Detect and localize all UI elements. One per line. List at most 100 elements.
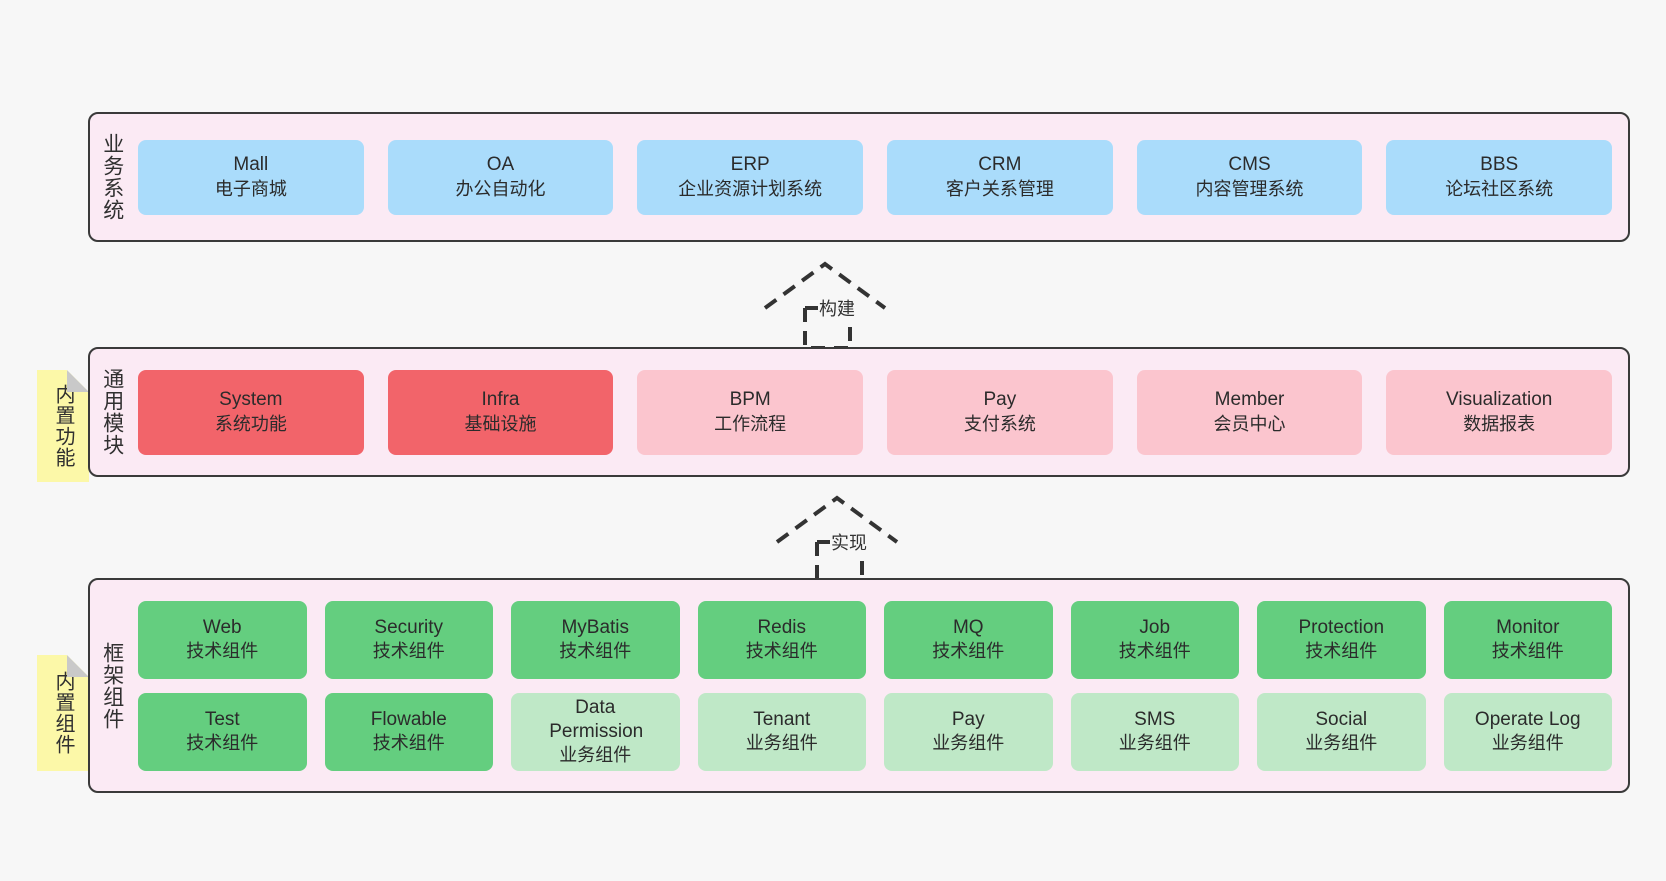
card-subtitle: 技术组件	[186, 733, 259, 754]
card-redis[interactable]: Redis 技术组件	[697, 600, 866, 679]
card-row: Test 技术组件 Flowable 技术组件 Data Permission …	[138, 692, 1612, 771]
card-protection[interactable]: Protection 技术组件	[1257, 600, 1426, 679]
note-builtin-component: 内置组件	[37, 655, 89, 771]
card-tenant[interactable]: Tenant 业务组件	[697, 692, 866, 771]
card-member[interactable]: Member 会员中心	[1136, 369, 1363, 455]
card-title: Visualization	[1446, 389, 1553, 411]
card-title: Social	[1315, 708, 1368, 730]
card-row: Mall 电子商城 OA 办公自动化 ERP 企业资源计划系统 CRM 客户关系…	[138, 139, 1613, 215]
card-system[interactable]: System 系统功能	[138, 369, 364, 455]
folded-corner-icon	[67, 655, 89, 677]
card-mybatis[interactable]: MyBatis 技术组件	[511, 600, 680, 679]
arrow-build: 构建	[760, 258, 910, 350]
arrow-implement-label: 实现	[830, 532, 868, 554]
folded-corner-icon	[67, 370, 89, 392]
card-oa[interactable]: OA 办公自动化	[387, 139, 614, 215]
card-flowable[interactable]: Flowable 技术组件	[324, 692, 493, 771]
card-title: Flowable	[370, 708, 447, 730]
card-title: Pay	[951, 708, 985, 730]
card-subtitle: 业务组件	[1118, 733, 1191, 754]
card-subtitle: 电子商城	[214, 178, 287, 199]
card-subtitle: 技术组件	[932, 641, 1005, 662]
card-subtitle: 业务组件	[1305, 733, 1378, 754]
layer-framework-component: 框架组件 Web 技术组件 Security 技术组件 MyBatis 技术组件…	[88, 578, 1630, 793]
generalization-arrow-icon	[763, 261, 887, 350]
layer-body-business-system: Mall 电子商城 OA 办公自动化 ERP 企业资源计划系统 CRM 客户关系…	[134, 114, 1628, 240]
card-title: Web	[202, 616, 242, 638]
card-title: MQ	[952, 616, 984, 638]
card-visualization[interactable]: Visualization 数据报表	[1386, 369, 1613, 455]
card-title: Member	[1214, 389, 1285, 411]
card-crm[interactable]: CRM 客户关系管理	[887, 139, 1113, 215]
card-row: System 系统功能 Infra 基础设施 BPM 工作流程 Pay 支付系统…	[138, 369, 1613, 455]
card-mq[interactable]: MQ 技术组件	[884, 600, 1053, 679]
card-title: Tenant	[753, 708, 811, 730]
card-bbs[interactable]: BBS 论坛社区系统	[1386, 139, 1613, 215]
card-subtitle: 技术组件	[1305, 641, 1378, 662]
card-subtitle: 技术组件	[186, 641, 259, 662]
card-job[interactable]: Job 技术组件	[1070, 600, 1239, 679]
card-subtitle: 数据报表	[1463, 413, 1536, 434]
card-subtitle: 技术组件	[1491, 641, 1564, 662]
generalization-arrow-icon	[775, 495, 899, 584]
card-title: Operate Log	[1474, 708, 1581, 730]
card-subtitle: 业务组件	[745, 733, 818, 754]
card-subtitle: 业务组件	[932, 733, 1005, 754]
card-subtitle: 会员中心	[1213, 413, 1286, 434]
card-subtitle: 支付系统	[963, 413, 1036, 434]
card-subtitle: 技术组件	[372, 641, 445, 662]
card-subtitle: 技术组件	[559, 641, 632, 662]
card-cms[interactable]: CMS 内容管理系统	[1136, 139, 1363, 215]
card-row: Web 技术组件 Security 技术组件 MyBatis 技术组件 Redi…	[138, 600, 1612, 679]
card-subtitle: 基础设施	[464, 413, 537, 434]
card-title: ERP	[730, 154, 770, 176]
card-subtitle: 技术组件	[372, 733, 445, 754]
card-subtitle: 业务组件	[1491, 733, 1564, 754]
card-subtitle: 企业资源计划系统	[678, 178, 823, 199]
card-title: CRM	[978, 154, 1022, 176]
card-title: Pay	[983, 389, 1017, 411]
arrow-build-label: 构建	[818, 298, 856, 320]
arrow-implement: 实现	[772, 492, 922, 584]
note-label: 内置功能	[52, 384, 74, 468]
card-subtitle: 系统功能	[214, 413, 287, 434]
card-subtitle: 内容管理系统	[1195, 178, 1304, 199]
card-test[interactable]: Test 技术组件	[138, 692, 307, 771]
card-subtitle: 办公自动化	[455, 178, 546, 199]
layer-label-business-system: 业务系统	[100, 133, 124, 221]
card-subtitle: 技术组件	[745, 641, 818, 662]
card-title: Protection	[1298, 616, 1385, 638]
card-bpm[interactable]: BPM 工作流程	[637, 369, 864, 455]
card-subtitle: 业务组件	[559, 745, 632, 766]
card-data-permission[interactable]: Data Permission 业务组件	[511, 692, 680, 771]
card-erp[interactable]: ERP 企业资源计划系统	[637, 139, 864, 215]
card-title: OA	[486, 154, 515, 176]
layer-label-common-module: 通用模块	[100, 368, 124, 456]
card-title: Mall	[233, 154, 269, 176]
card-subtitle: 技术组件	[1118, 641, 1191, 662]
card-operate-log[interactable]: Operate Log 业务组件	[1443, 692, 1612, 771]
card-pay[interactable]: Pay 支付系统	[887, 369, 1113, 455]
card-infra[interactable]: Infra 基础设施	[387, 369, 614, 455]
card-title: Test	[204, 708, 240, 730]
card-title: MyBatis	[561, 616, 630, 638]
card-title: Redis	[757, 616, 807, 638]
card-web[interactable]: Web 技术组件	[138, 600, 307, 679]
card-title: SMS	[1134, 708, 1176, 730]
card-mall[interactable]: Mall 电子商城	[138, 139, 364, 215]
card-subtitle: 工作流程	[714, 413, 787, 434]
card-subtitle: 客户关系管理	[945, 178, 1054, 199]
card-pay-component[interactable]: Pay 业务组件	[884, 692, 1053, 771]
card-subtitle: 论坛社区系统	[1445, 178, 1554, 199]
card-title: Security	[374, 616, 444, 638]
card-security[interactable]: Security 技术组件	[324, 600, 493, 679]
card-title: CMS	[1228, 154, 1271, 176]
card-sms[interactable]: SMS 业务组件	[1070, 692, 1239, 771]
note-builtin-function: 内置功能	[37, 370, 89, 482]
card-title: Data Permission	[549, 696, 644, 742]
card-title: Infra	[481, 389, 520, 411]
card-social[interactable]: Social 业务组件	[1257, 692, 1426, 771]
layer-body-framework-component: Web 技术组件 Security 技术组件 MyBatis 技术组件 Redi…	[134, 580, 1628, 791]
card-monitor[interactable]: Monitor 技术组件	[1443, 600, 1612, 679]
